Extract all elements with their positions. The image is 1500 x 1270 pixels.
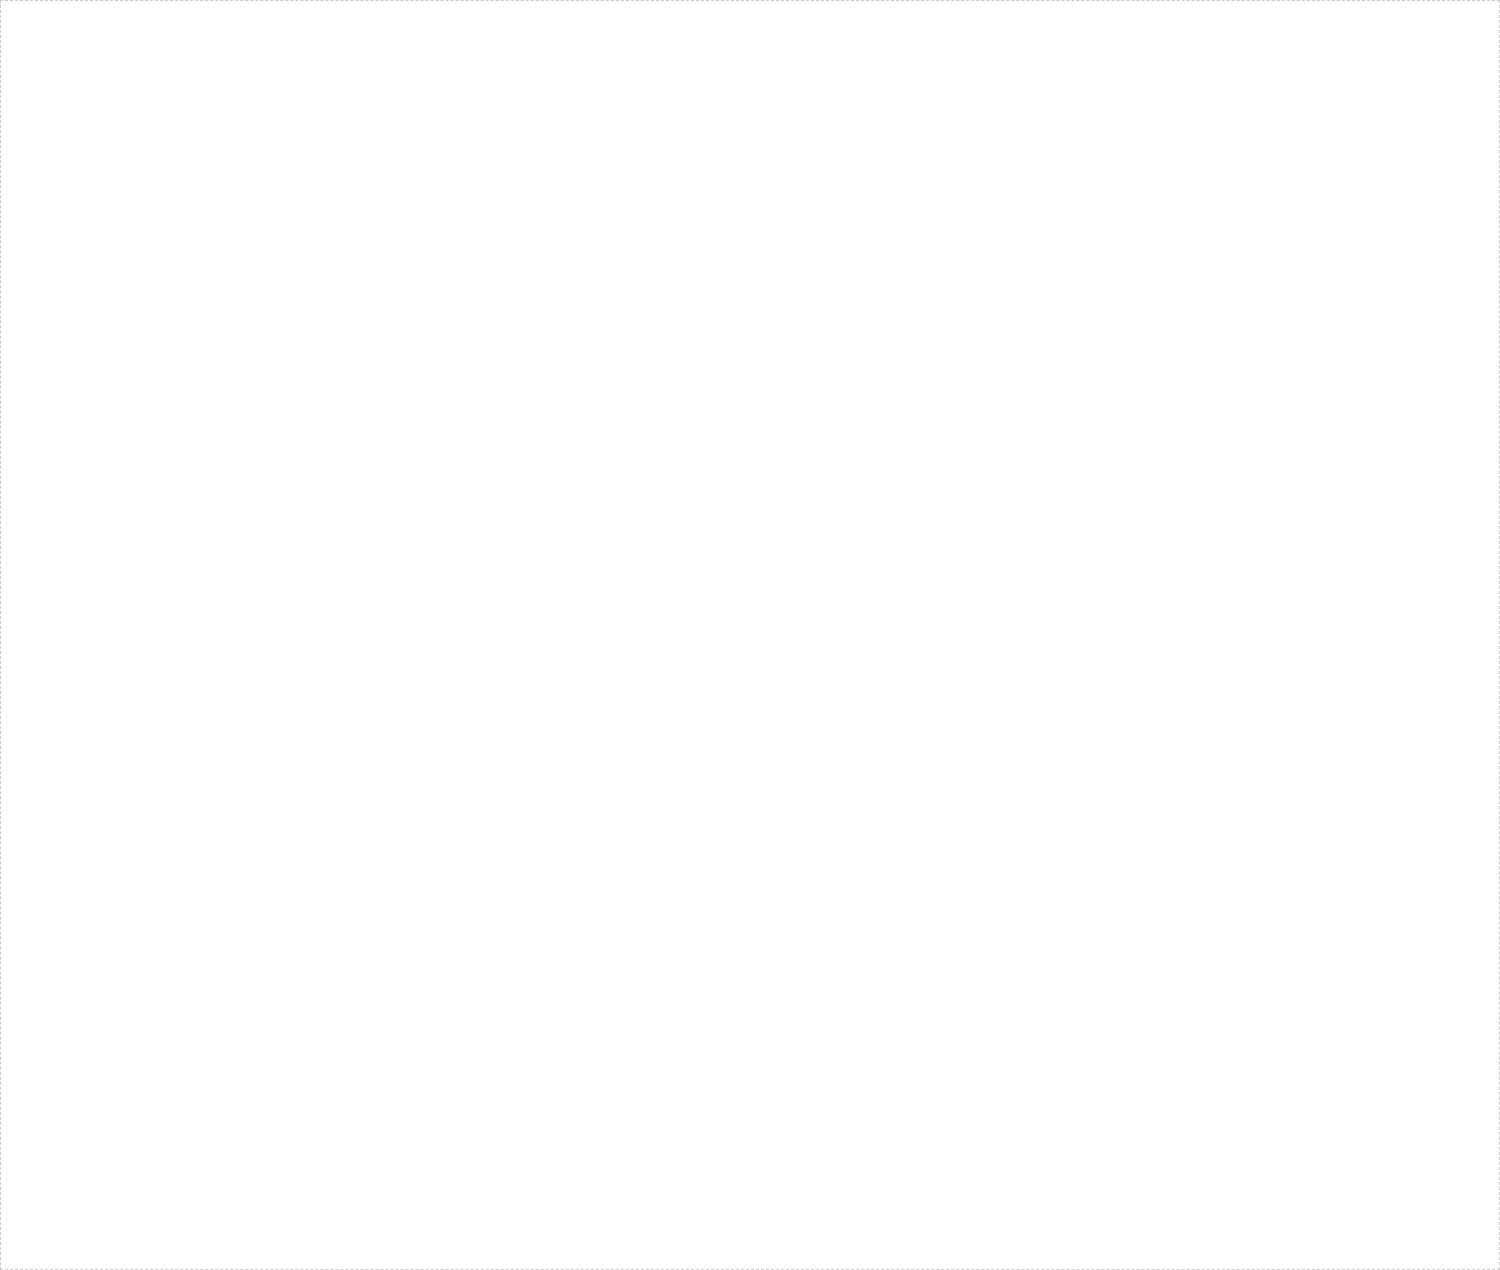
page-canvas (0, 0, 1500, 1270)
